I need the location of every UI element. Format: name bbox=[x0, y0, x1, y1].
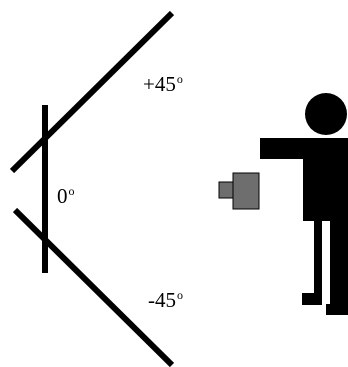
plus45-degree-sign: o bbox=[176, 72, 183, 86]
person-foot-back bbox=[302, 293, 322, 305]
person-foot-front bbox=[326, 304, 348, 315]
camera-icon bbox=[218, 172, 260, 210]
zero-value: 0 bbox=[57, 184, 68, 208]
plus45-label: +45o bbox=[143, 73, 183, 95]
person-icon bbox=[260, 93, 348, 315]
person-torso bbox=[303, 138, 348, 221]
minus45-label: -45o bbox=[148, 289, 183, 311]
minus45-value: -45 bbox=[148, 288, 176, 312]
zero-label: 0o bbox=[57, 185, 75, 207]
person-leg-front bbox=[330, 219, 348, 315]
plus45-value: +45 bbox=[143, 72, 176, 96]
minus45-line bbox=[12, 207, 175, 367]
person-arm bbox=[260, 138, 310, 159]
plus45-line bbox=[9, 10, 175, 174]
person-head bbox=[305, 93, 347, 135]
minus45-degree-sign: o bbox=[177, 288, 183, 302]
person-leg-back bbox=[314, 219, 322, 301]
zero-degree-sign: o bbox=[68, 184, 75, 198]
